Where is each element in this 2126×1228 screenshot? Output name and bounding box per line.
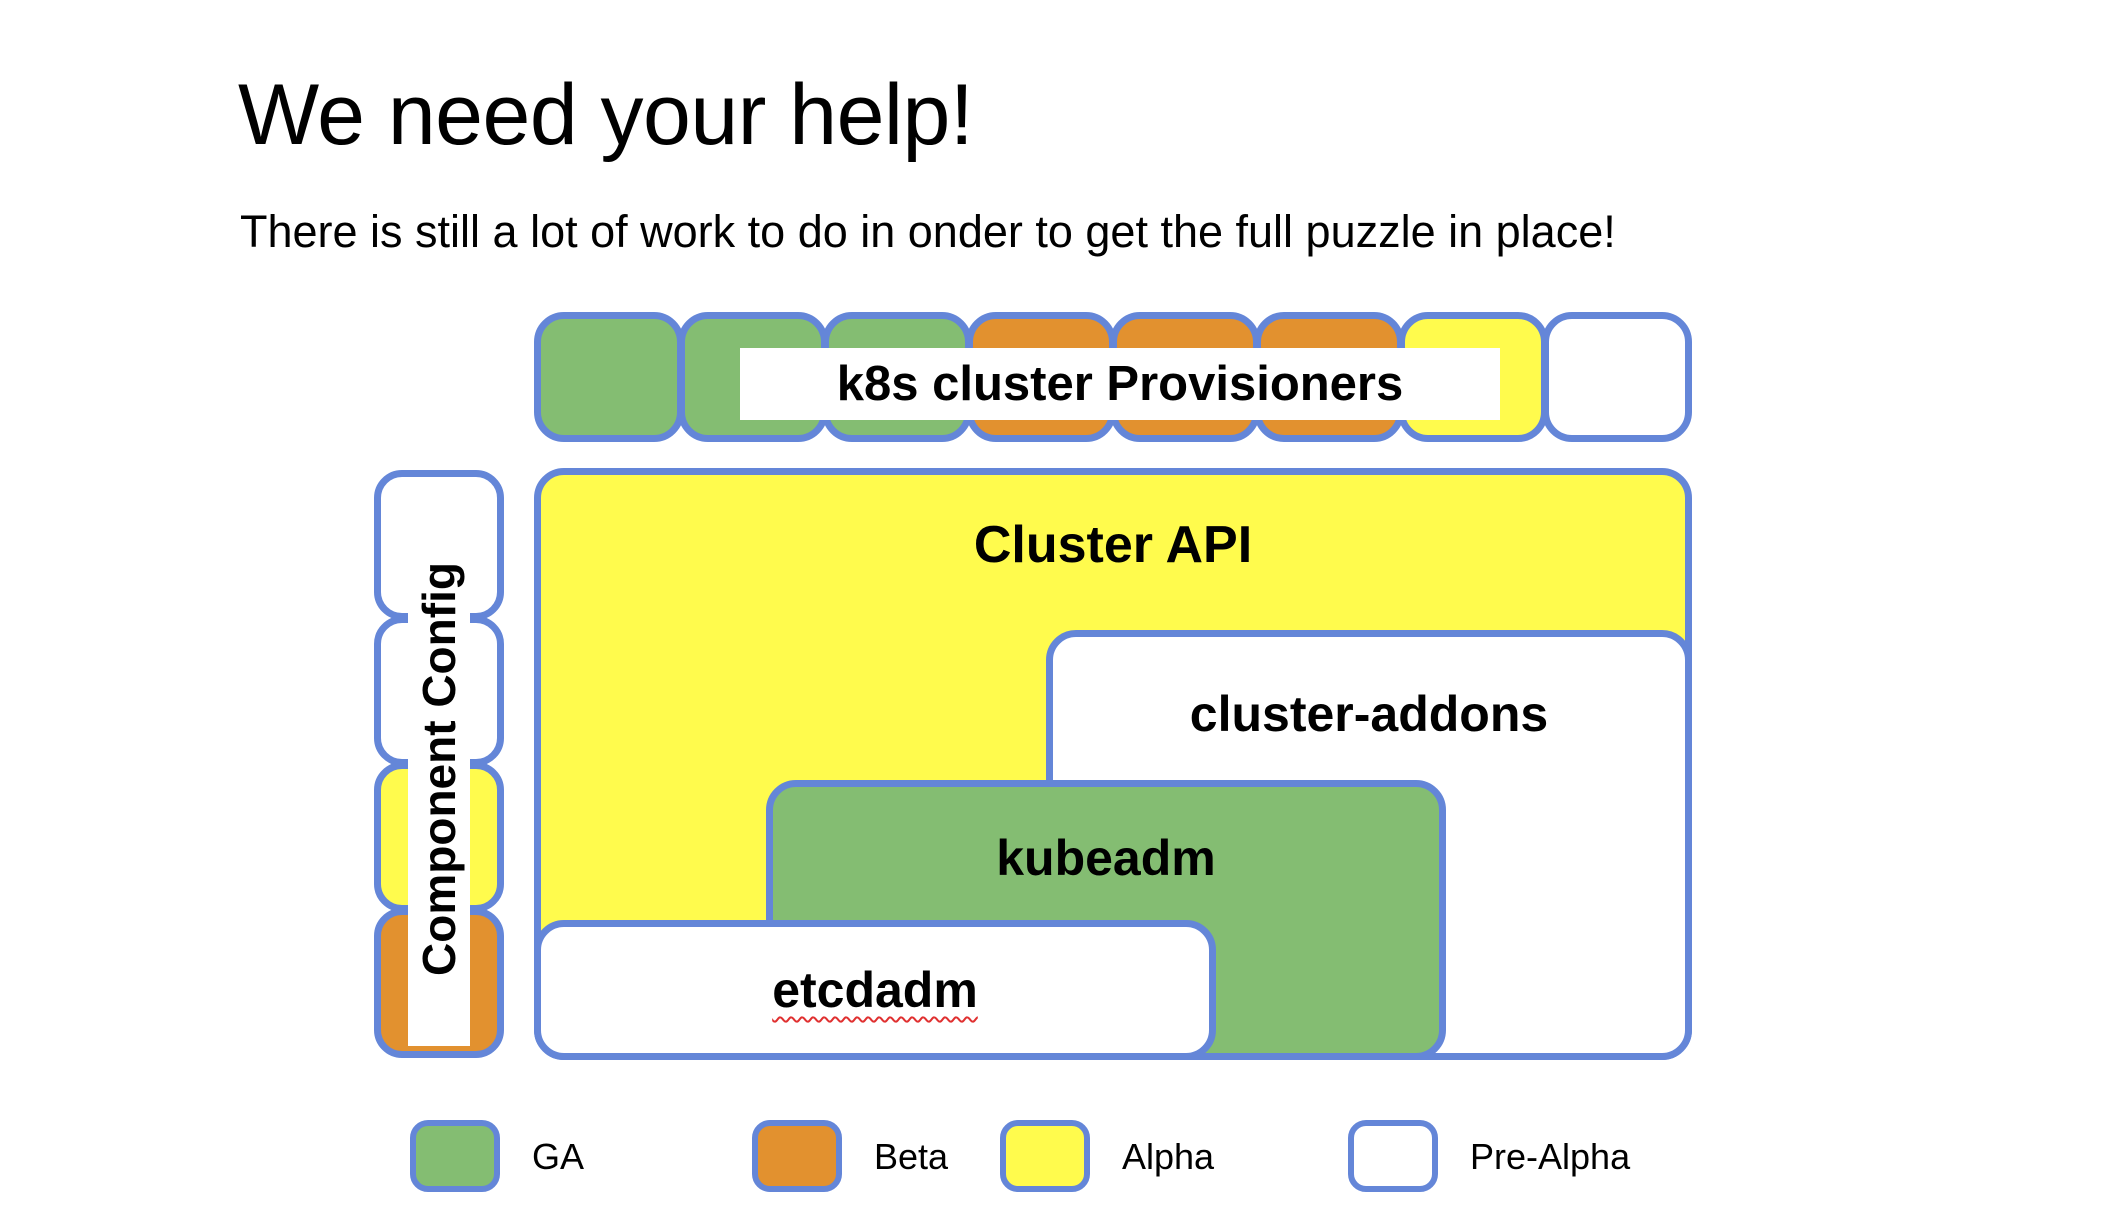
legend-label: Pre-Alpha: [1470, 1136, 1631, 1177]
legend-swatch-prealpha: [1348, 1120, 1438, 1192]
provisioner-box: [534, 312, 684, 442]
legend-label: Alpha: [1122, 1136, 1215, 1177]
box-cluster-api-label: Cluster API: [973, 516, 1253, 574]
legend: GA Beta Alpha Pre-Alpha: [0, 1120, 2126, 1210]
provisioner-box: [1542, 312, 1692, 442]
component-config-label: Component Config: [413, 562, 466, 976]
page-title: We need your help!: [238, 66, 974, 163]
box-kubeadm-label: kubeadm: [996, 830, 1216, 886]
legend-swatch-alpha: [1000, 1120, 1090, 1192]
box-etcdadm-label: etcdadm: [772, 962, 978, 1018]
legend-swatch-ga: [410, 1120, 500, 1192]
box-cluster-addons-label: cluster-addons: [1189, 686, 1549, 742]
box-etcdadm: etcdadm: [534, 920, 1216, 1060]
legend-swatch-beta: [752, 1120, 842, 1192]
provisioners-label: k8s cluster Provisioners: [836, 357, 1404, 411]
legend-label: GA: [532, 1136, 585, 1177]
page-subtitle: There is still a lot of work to do in on…: [240, 206, 1616, 257]
legend-label: Beta: [874, 1136, 949, 1177]
component-config-label-band: Component Config: [408, 492, 470, 1046]
provisioners-label-band: k8s cluster Provisioners: [740, 348, 1500, 420]
